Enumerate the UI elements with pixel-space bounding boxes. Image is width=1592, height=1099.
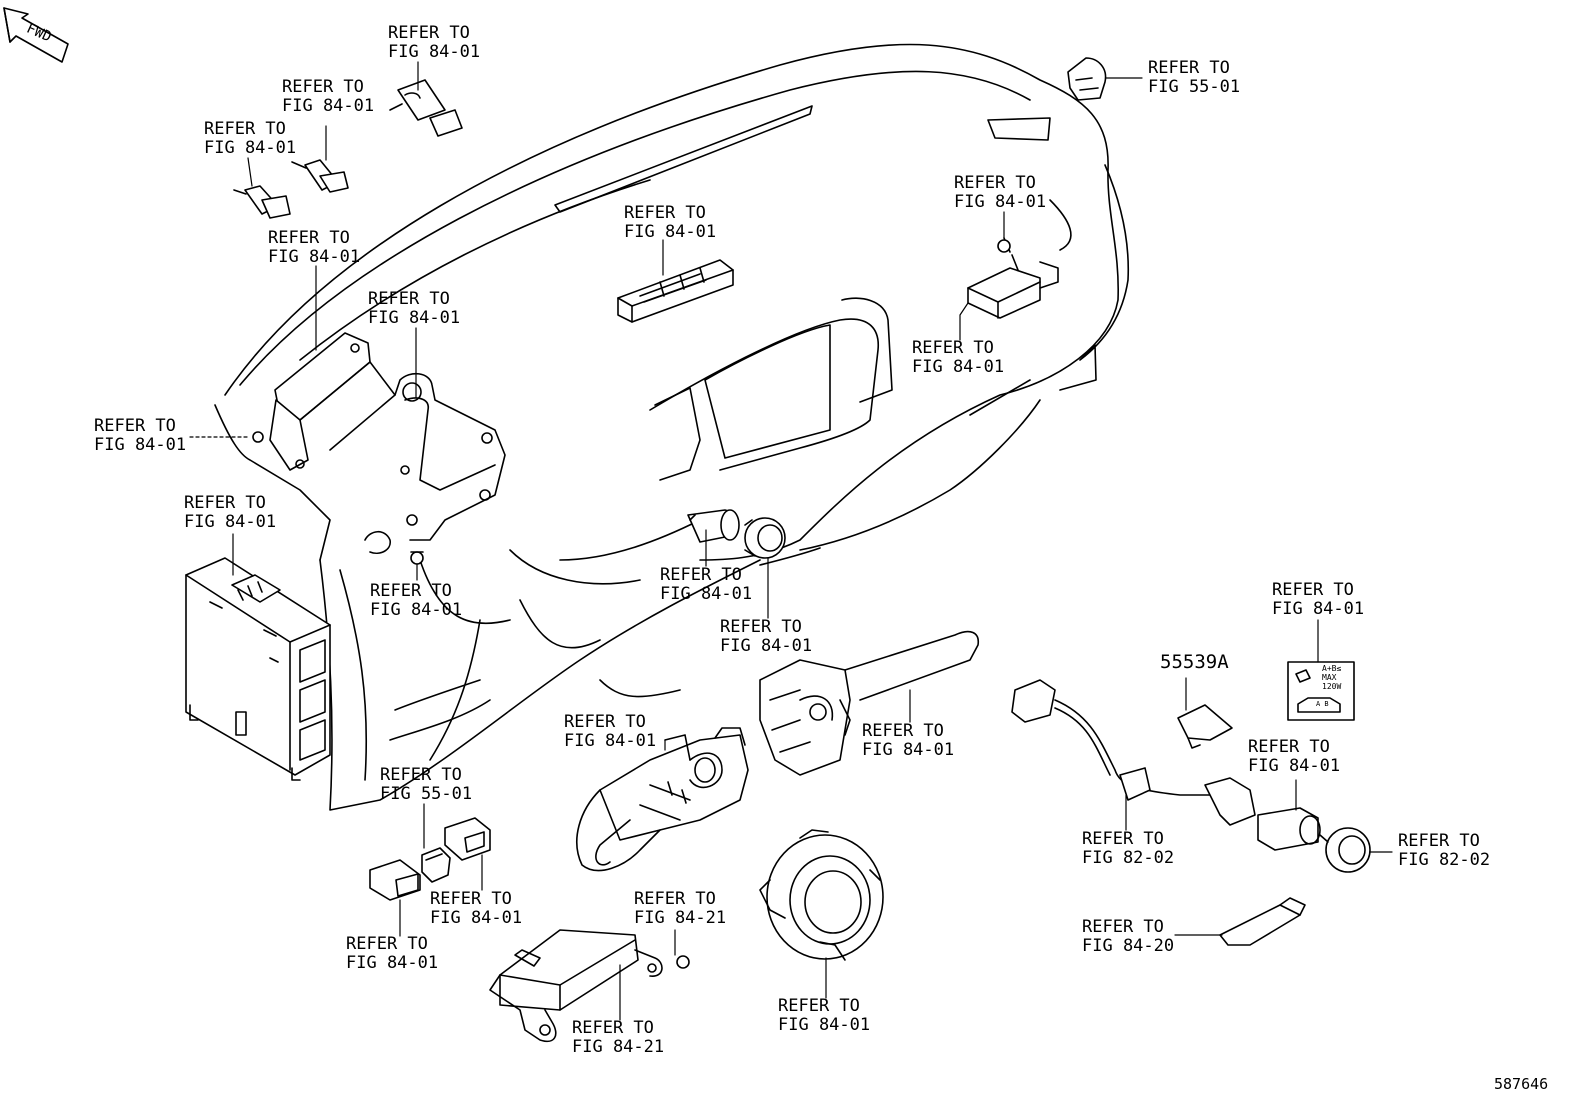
fwd-arrow-icon bbox=[3, 7, 69, 63]
nut-icon bbox=[410, 551, 424, 565]
socket-label-ab: A B bbox=[1316, 700, 1329, 708]
steering-lock-icon bbox=[576, 727, 749, 872]
clip-icon bbox=[252, 431, 264, 443]
switch-3-icon bbox=[233, 185, 291, 219]
part-number-label[interactable]: 55539A bbox=[1160, 651, 1229, 673]
switch-lower-b-icon bbox=[421, 847, 451, 883]
switch-1-icon bbox=[389, 79, 463, 137]
bolt-icon bbox=[676, 955, 690, 969]
right-module-icon bbox=[967, 237, 1059, 319]
warning-label-icon bbox=[1287, 661, 1355, 721]
center-upper-switch-icon bbox=[617, 259, 734, 323]
sensor-icon bbox=[1219, 897, 1306, 946]
socket-left-icon bbox=[687, 509, 740, 543]
body-ecu-icon bbox=[185, 557, 331, 781]
power-socket-cover-icon bbox=[1319, 827, 1371, 873]
leader-lines bbox=[189, 61, 1393, 1021]
instrument-panel bbox=[214, 43, 1130, 811]
switch-2-icon bbox=[291, 159, 349, 193]
wire-harness-icon bbox=[1011, 679, 1256, 826]
diagram-id: 587646 bbox=[1494, 1075, 1549, 1093]
spiral-cable-icon bbox=[759, 829, 884, 961]
power-socket-icon bbox=[1257, 807, 1321, 851]
cap-55539a-icon bbox=[1177, 704, 1233, 749]
airbag-ecu-icon bbox=[489, 929, 663, 1042]
switch-lower-a-icon bbox=[369, 859, 421, 901]
combination-switch-icon bbox=[759, 630, 980, 776]
switch-lower-c-icon bbox=[444, 817, 491, 861]
top-right-part-icon bbox=[1067, 57, 1107, 101]
ecu-bracket-icon bbox=[269, 332, 506, 555]
socket-right-icon bbox=[744, 517, 786, 559]
